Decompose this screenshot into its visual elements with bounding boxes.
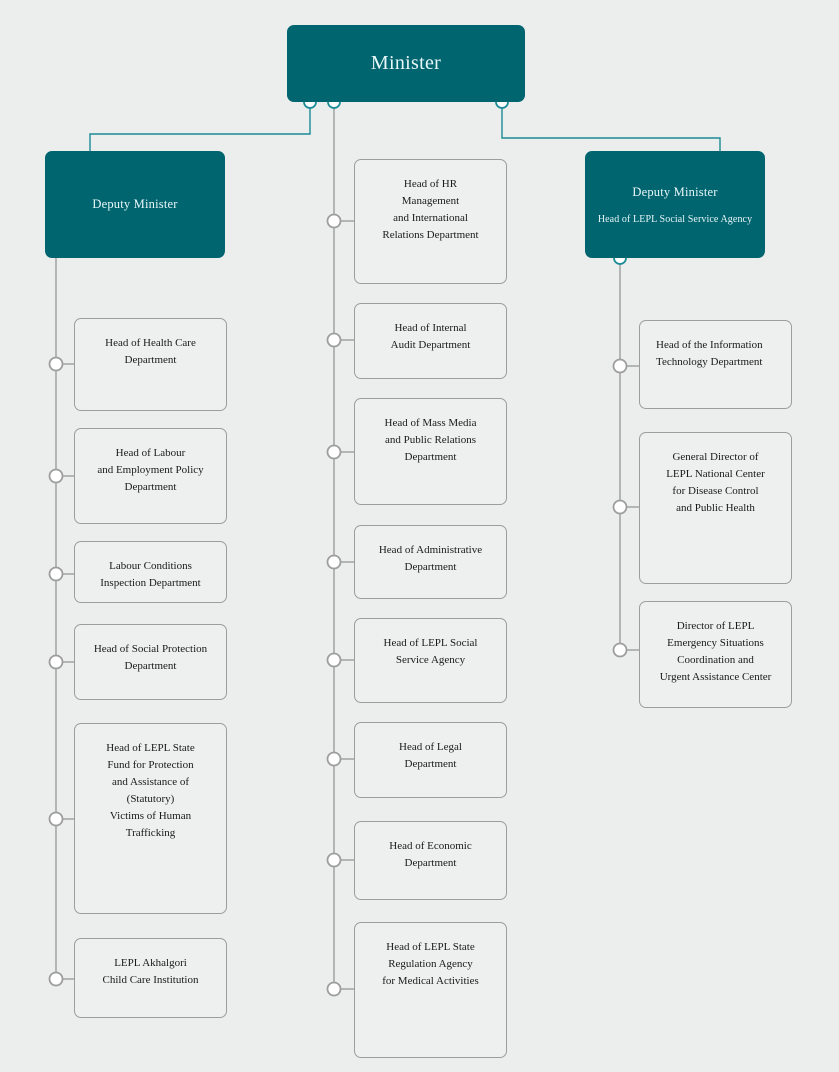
- node-center-1[interactable]: Head of Internal Audit Department: [354, 303, 507, 379]
- connector-dot-left-4: [48, 811, 64, 827]
- node-center-3[interactable]: Head of Administrative Department: [354, 525, 507, 599]
- connector-dot-center-1: [326, 332, 342, 348]
- node-label: LEPL Akhalgori Child Care Institution: [102, 957, 199, 987]
- node-center-0[interactable]: Head of HR Management and International …: [354, 159, 507, 284]
- node-label: Head of Labour and Employment Policy Dep…: [97, 447, 204, 494]
- node-label: Head of Legal Department: [399, 741, 462, 771]
- node-title: Deputy Minister: [92, 197, 178, 211]
- node-left-5[interactable]: LEPL Akhalgori Child Care Institution: [74, 938, 227, 1018]
- node-label: Head of Social Protection Department: [93, 643, 208, 673]
- connector-dot-left-5: [48, 971, 64, 987]
- node-label: Head of Mass Media and Public Relations …: [384, 417, 477, 464]
- connector-dot-left-3: [48, 654, 64, 670]
- node-right-0[interactable]: Head of the Information Technology Depar…: [639, 320, 792, 409]
- connector-dot-right-2: [612, 642, 628, 658]
- connector-dot-center-4: [326, 652, 342, 668]
- node-center-6[interactable]: Head of Economic Department: [354, 821, 507, 900]
- node-right-1[interactable]: General Director of LEPL National Center…: [639, 432, 792, 584]
- node-minister[interactable]: Minister: [287, 25, 525, 102]
- connector-dot-left-2: [48, 566, 64, 582]
- node-label: Head of Internal Audit Department: [390, 322, 471, 352]
- connector-dot-center-3: [326, 554, 342, 570]
- node-label: Labour Conditions Inspection Department: [100, 560, 201, 590]
- connector-dot-center-2: [326, 444, 342, 460]
- node-center-2[interactable]: Head of Mass Media and Public Relations …: [354, 398, 507, 505]
- node-center-7[interactable]: Head of LEPL State Regulation Agency for…: [354, 922, 507, 1058]
- node-title: Deputy Minister: [632, 184, 718, 199]
- node-left-3[interactable]: Head of Social Protection Department: [74, 624, 227, 700]
- node-label: Head of LEPL State Regulation Agency for…: [382, 941, 479, 988]
- node-left-2[interactable]: Labour Conditions Inspection Department: [74, 541, 227, 603]
- node-label: Head of LEPL Social Service Agency: [383, 637, 478, 667]
- node-label: Director of LEPL Emergency Situations Co…: [659, 620, 772, 684]
- connector-dot-right-1: [612, 499, 628, 515]
- connector-dot-center-5: [326, 751, 342, 767]
- node-label: Head of Health Care Department: [105, 337, 196, 367]
- node-center-5[interactable]: Head of Legal Department: [354, 722, 507, 798]
- node-right-2[interactable]: Director of LEPL Emergency Situations Co…: [639, 601, 792, 708]
- connector-minister-to-left-deputy: [89, 102, 311, 151]
- node-left-0[interactable]: Head of Health Care Department: [74, 318, 227, 411]
- node-title: Minister: [370, 52, 442, 74]
- node-label: Head of HR Management and International …: [382, 178, 479, 242]
- connector-dot-center-7: [326, 981, 342, 997]
- connector-dot-center-0: [326, 213, 342, 229]
- connector-minister-to-right-deputy: [501, 102, 721, 151]
- node-label: General Director of LEPL National Center…: [666, 451, 765, 515]
- node-deputy-minister-left[interactable]: Deputy Minister: [45, 151, 225, 258]
- node-label: Head of Administrative Department: [378, 544, 483, 574]
- node-subtitle: Head of LEPL Social Service Agency: [597, 213, 753, 225]
- node-left-1[interactable]: Head of Labour and Employment Policy Dep…: [74, 428, 227, 524]
- node-left-4[interactable]: Head of LEPL State Fund for Protection a…: [74, 723, 227, 914]
- connector-dot-center-6: [326, 852, 342, 868]
- node-label: Head of LEPL State Fund for Protection a…: [106, 742, 195, 840]
- node-center-4[interactable]: Head of LEPL Social Service Agency: [354, 618, 507, 703]
- node-label: Head of Economic Department: [389, 840, 472, 870]
- connector-dot-right-0: [612, 358, 628, 374]
- connector-dot-left-1: [48, 468, 64, 484]
- connector-dot-left-0: [48, 356, 64, 372]
- node-label: Head of the Information Technology Depar…: [656, 339, 763, 369]
